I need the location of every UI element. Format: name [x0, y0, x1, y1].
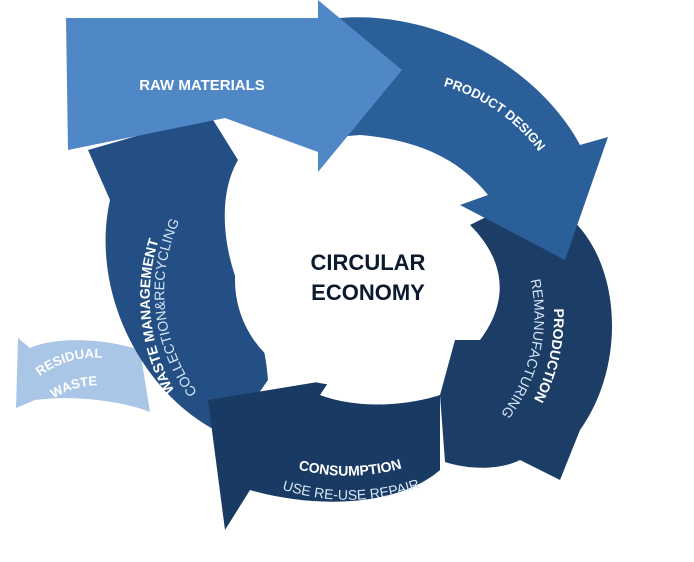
- raw-materials-label: RAW MATERIALS: [139, 77, 265, 94]
- consumption-arrow: [208, 380, 440, 530]
- center-circle: [235, 175, 445, 385]
- production-arrow: [440, 190, 613, 480]
- center-title-line1: CIRCULAR: [311, 250, 426, 275]
- raw-materials-arrow: [66, 0, 402, 172]
- consumption-label: CONSUMPTION: [297, 456, 402, 479]
- center-title-line2: ECONOMY: [311, 280, 425, 305]
- waste-management-arrow: [88, 115, 268, 430]
- residual-waste-arrow: [16, 338, 150, 412]
